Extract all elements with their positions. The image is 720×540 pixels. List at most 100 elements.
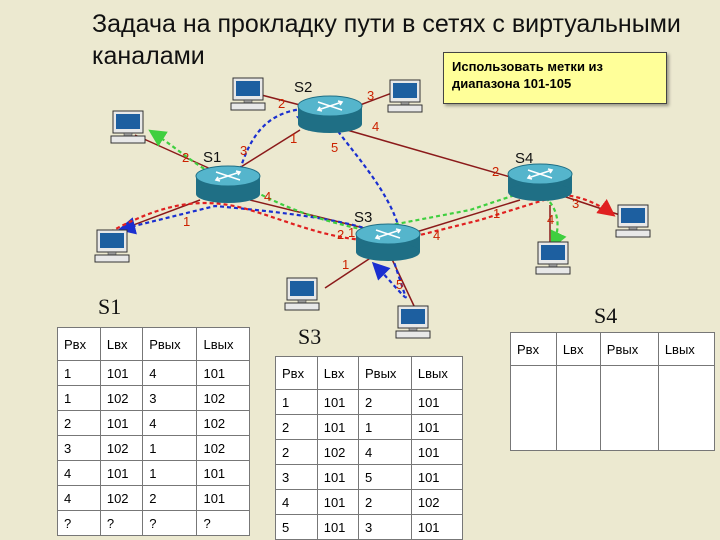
- table-cell: 3: [142, 385, 198, 411]
- slide-title: Задача на прокладку пути в сетях с вирту…: [92, 10, 681, 70]
- table-cell: 102: [196, 435, 250, 461]
- table-label-s3: S3: [298, 324, 322, 349]
- port-label: 1: [290, 131, 297, 146]
- port-label: 4: [433, 228, 440, 243]
- table-cell: 1: [142, 435, 198, 461]
- port-label: 2: [492, 164, 499, 179]
- table-cell: 4: [142, 360, 198, 386]
- computer-icon: [94, 229, 130, 263]
- router-icon: [507, 163, 573, 202]
- port-label: 2: [278, 96, 285, 111]
- table-cell: 101: [410, 389, 464, 415]
- table-cell: 2: [275, 439, 318, 465]
- table-cell: 102: [196, 385, 250, 411]
- table-cell: 101: [316, 514, 360, 540]
- table-row: ????: [57, 510, 250, 536]
- switch-name: S1: [203, 149, 221, 166]
- table-cell: 102: [196, 410, 250, 436]
- table-cell: 101: [196, 485, 250, 511]
- table-cell: 101: [99, 360, 144, 386]
- table-cell: 2: [275, 414, 318, 440]
- table-cell: 4: [142, 410, 198, 436]
- switch-name: S4: [515, 150, 533, 167]
- table-cell: 102: [99, 435, 144, 461]
- table-cell: 5: [275, 514, 318, 540]
- table-cell: 101: [410, 464, 464, 490]
- table-cell: 102: [410, 489, 464, 515]
- computer-icon: [395, 305, 431, 339]
- router-icon: [297, 95, 363, 134]
- column-header: Рвых: [358, 356, 412, 390]
- port-label: 4: [264, 189, 271, 204]
- computer-icon: [230, 77, 266, 111]
- port-label: 2: [337, 227, 344, 242]
- port-label: 3: [572, 196, 579, 211]
- table-cell: 2: [358, 489, 412, 515]
- port-label: 2: [182, 150, 189, 165]
- table-cell: 101: [316, 489, 360, 515]
- table-cell: 101: [410, 439, 464, 465]
- table-cell: 101: [196, 360, 250, 386]
- table-cell: 101: [316, 414, 360, 440]
- column-header: Рвых: [142, 327, 198, 361]
- port-label: 5: [396, 277, 403, 292]
- table-cell: 101: [99, 410, 144, 436]
- label-range-note: Использовать метки из диапазона 101-105: [443, 52, 667, 104]
- table-cell: ?: [99, 510, 144, 536]
- port-label: 3: [240, 143, 247, 158]
- table-cell: 2: [358, 389, 412, 415]
- table-label-s1: S1: [98, 294, 122, 319]
- table-cell: 101: [196, 460, 250, 486]
- computer-icon: [110, 110, 146, 144]
- table-cell: 102: [99, 485, 144, 511]
- table-cell: 2: [57, 410, 101, 436]
- table-cell: 102: [99, 385, 144, 411]
- table-cell: 1: [358, 414, 412, 440]
- table-cell: ?: [142, 510, 198, 536]
- port-label: 4: [372, 119, 379, 134]
- table-label-s4: S4: [594, 303, 618, 328]
- port-label: 1: [342, 257, 349, 272]
- computer-icon: [535, 241, 571, 275]
- port-label: 4: [547, 212, 554, 227]
- table-cell: 3: [275, 464, 318, 490]
- table-cell: 3: [358, 514, 412, 540]
- port-label: 1: [348, 225, 355, 240]
- table-cell: 2: [142, 485, 198, 511]
- table-cell: 1: [275, 389, 318, 415]
- table-cell: 4: [358, 439, 412, 465]
- column-header: Lвых: [657, 332, 716, 366]
- router-icon: [195, 165, 261, 204]
- table-cell: 102: [316, 439, 360, 465]
- table-cell: ?: [196, 510, 250, 536]
- column-header: Lвх: [555, 332, 601, 366]
- table-cell: 101: [99, 460, 144, 486]
- port-label: 5: [331, 140, 338, 155]
- port-label: 3: [367, 88, 374, 103]
- column-header: Lвых: [410, 356, 464, 390]
- computer-icon: [387, 79, 423, 113]
- table-cell: 1: [142, 460, 198, 486]
- table-cell: 1: [57, 385, 101, 411]
- port-label: 1: [183, 214, 190, 229]
- column-header: Рвх: [275, 356, 318, 390]
- column-header: Рвых: [599, 332, 659, 366]
- table-cell: 4: [57, 460, 101, 486]
- port-label: 1: [493, 206, 500, 221]
